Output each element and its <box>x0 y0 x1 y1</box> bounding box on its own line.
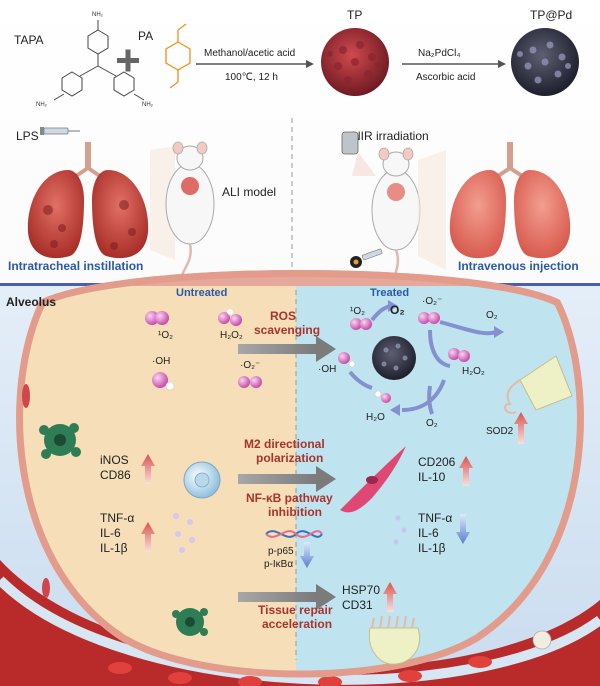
ros-superoxide-left: ·O₂⁻ <box>240 360 260 371</box>
pa-structure <box>165 23 191 89</box>
ros-o2-right-b: O₂ <box>486 310 498 321</box>
tnf-right: TNF-α <box>418 511 452 525</box>
m1-macrophage-bottom-icon <box>172 608 208 636</box>
ros-h2o2-right: H₂O₂ <box>462 366 485 377</box>
inos-label: iNOS <box>100 453 129 467</box>
pa-label: PA <box>138 29 153 43</box>
top-panel-background <box>0 0 600 283</box>
alveolar-macrophage-icon <box>183 461 221 499</box>
m1-markers-up-arrow <box>141 454 155 484</box>
ros-superoxide-right: ·O₂⁻ <box>422 296 442 307</box>
ros-h2o2-left: H₂O₂ <box>220 330 243 341</box>
tp-label: TP <box>347 8 362 22</box>
ros-conversion-arrowheads <box>388 300 504 416</box>
ros-oh-right: ·OH <box>318 364 336 375</box>
nfkb-title-line2: inhibition <box>268 505 322 519</box>
repair-epithelial-cell-icon <box>368 615 420 665</box>
cd206-label: CD206 <box>418 455 456 469</box>
sod2-up-arrow <box>514 412 528 444</box>
treated-header: Treated <box>370 287 409 299</box>
mouse-model-right <box>371 147 446 281</box>
hsp70-label: HSP70 <box>342 583 380 597</box>
il10-label: IL-10 <box>418 470 446 484</box>
dna-icon <box>265 530 323 538</box>
ros-title-line2: scavenging <box>254 323 320 337</box>
nir-label: NIR irradiation <box>352 129 429 143</box>
ros-molecules-untreated <box>145 309 262 391</box>
ros-o2-right-c: O₂ <box>426 418 438 429</box>
ros-title-line1: ROS <box>270 309 296 323</box>
nfkb-down-arrow <box>300 542 314 568</box>
m2-markers-up-arrow <box>459 456 473 486</box>
pd-reductant-label: Ascorbic acid <box>416 72 475 83</box>
repair-arrow <box>238 584 336 610</box>
reaction-conditions-temp: 100℃, 12 h <box>225 72 278 83</box>
ros-oh-left: ·OH <box>152 356 170 367</box>
mouse-model-left <box>150 141 215 279</box>
il1b-left: IL-1β <box>100 541 128 555</box>
tppd-label: TP@Pd <box>530 8 572 22</box>
tppd-catalyst-particle <box>372 336 416 380</box>
nfkb-title-line1: NF-κB pathway <box>246 491 333 505</box>
ros-h2o-right: H₂O <box>366 412 385 423</box>
capillary-cells-left <box>22 384 50 598</box>
synthesis-arrow-2 <box>402 60 506 68</box>
tapa-label: TAPA <box>14 33 44 47</box>
route-right-label: Intravenous injection <box>458 259 579 273</box>
tapa-nh2-right: NH₂ <box>142 102 154 108</box>
ros-o2-right-a: O₂ <box>390 303 405 317</box>
lps-label: LPS <box>16 129 39 143</box>
injured-lungs <box>27 142 149 259</box>
untreated-header: Untreated <box>176 287 227 299</box>
il6-left: IL-6 <box>100 526 121 540</box>
ros-molecules-treated <box>338 312 470 403</box>
cytokines-up-arrow <box>141 522 155 552</box>
epithelial-cell-icon <box>503 355 573 414</box>
ros-arrow <box>238 336 336 362</box>
repair-title-line1: Tissue repair <box>258 603 333 617</box>
ros-singlet-right: ¹O₂ <box>350 306 365 317</box>
p-p65-label: p-p65 <box>268 546 294 557</box>
il6-right: IL-6 <box>418 526 439 540</box>
tnf-left: TNF-α <box>100 511 134 525</box>
healthy-lungs <box>449 142 571 259</box>
m2-title-line2: polarization <box>256 451 323 465</box>
route-left-label: Intratracheal instillation <box>8 259 143 273</box>
m2-title-line1: M2 directional <box>244 437 325 451</box>
tppd-nanoparticle <box>511 28 579 96</box>
m1-macrophage-icon <box>39 423 81 459</box>
tapa-nh2-top: NH₂ <box>92 12 104 18</box>
repair-up-arrow <box>383 582 397 612</box>
tapa-structure <box>53 20 145 101</box>
cd86-label: CD86 <box>100 468 131 482</box>
cytokine-particles-left <box>173 513 195 553</box>
alveolus-title: Alveolus <box>6 295 56 309</box>
reaction-conditions-solvent: Methanol/acetic acid <box>204 48 295 59</box>
m2-arrow <box>238 466 336 492</box>
cd31-label: CD31 <box>342 598 373 612</box>
m2-macrophage-icon <box>340 446 406 513</box>
tp-nanoparticle <box>321 28 389 96</box>
injection-syringe-icon <box>350 248 383 268</box>
synthesis-arrow-1 <box>196 60 314 68</box>
sod2-label: SOD2 <box>486 426 514 437</box>
nir-lamp-icon <box>341 131 376 176</box>
repair-title-line2: acceleration <box>262 617 332 631</box>
tapa-nh2-left: NH₂ <box>36 102 48 108</box>
pd-reagent-label: Na₂PdCl₄ <box>418 48 460 59</box>
p-ikba-label: p-IκBα <box>264 559 293 570</box>
syringe-icon <box>40 127 80 135</box>
cytokine-particles-right <box>393 515 407 545</box>
plus-icon <box>117 49 139 72</box>
cytokines-down-arrow <box>456 514 470 544</box>
ros-singlet-left: ¹O₂ <box>158 330 173 341</box>
il1b-right: IL-1β <box>418 541 446 555</box>
ali-model-label: ALI model <box>222 185 276 199</box>
